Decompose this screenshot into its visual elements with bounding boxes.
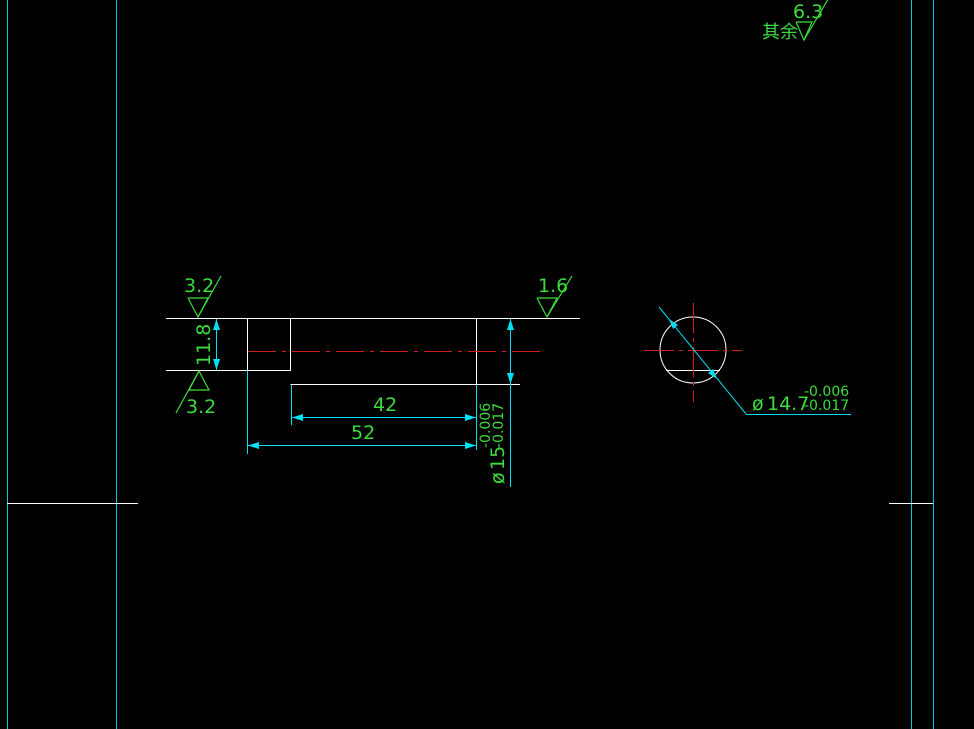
arrow-up-icon [213,319,220,330]
roughness-right-top: 1.6 [536,275,573,319]
dimension-diameter-14-7[interactable]: ø 14.7 -0.006 -0.017 [658,306,851,415]
diameter-14-7-upper-tolerance: -0.006 [804,384,849,400]
arrow-icon [669,319,678,329]
arrow-left-icon [292,414,303,421]
roughness-right-top-value: 1.6 [538,275,568,297]
roughness-left-bottom: 3.2 [175,369,216,418]
arrow-left-icon [248,442,259,449]
diameter-14-7-symbol: ø [752,393,764,415]
dimension-length-42[interactable]: 42 [291,385,477,450]
roughness-right-top-tail [546,275,573,318]
general-roughness-value: 6.3 [793,1,823,23]
arrow-right-icon [465,414,476,421]
general-roughness-symbol: 其余 6.3 [762,0,829,43]
arrow-icon [708,369,717,379]
dimension-42-text: 42 [373,394,397,416]
roughness-left-top-tail [197,275,222,318]
dimension-height-text: 11.8 [193,324,215,366]
section-view[interactable] [644,303,742,402]
roughness-left-bottom-value: 3.2 [186,396,216,418]
dimension-52-text: 52 [351,422,375,444]
dimension-length-52[interactable]: 52 [247,371,477,454]
dimension-diameter-15[interactable]: ø 15 -0.006 -0.017 [478,319,514,487]
arrow-up-icon [507,319,514,330]
arrow-down-icon [507,373,514,384]
general-roughness-prefix: 其余 [762,22,798,43]
diameter-15-symbol: ø [487,472,509,484]
roughness-left-bottom-icon [188,369,210,391]
diameter-14-7-lower-tolerance: -0.017 [804,398,849,414]
dimension-height[interactable]: 11.8 [193,319,220,370]
arrow-right-icon [465,442,476,449]
drawing-frame [7,0,934,729]
roughness-check-tail [803,0,829,41]
roughness-left-top-icon [187,297,209,319]
roughness-left-top-value: 3.2 [184,275,214,297]
diameter-14-7-value: 14.7 [767,393,809,415]
roughness-left-bottom-tail [175,370,200,414]
shaft-front-view[interactable] [166,318,580,385]
shaft-left-segment [247,318,291,371]
diameter-15-value: 15 [487,446,509,470]
roughness-left-top: 3.2 [184,275,222,319]
diameter-15-lower-tolerance: -0.017 [491,403,507,448]
diameter-15-upper-tolerance: -0.006 [478,403,494,448]
roughness-check-icon [795,21,813,42]
roughness-right-top-icon [536,297,558,319]
arrow-down-icon [213,359,220,370]
